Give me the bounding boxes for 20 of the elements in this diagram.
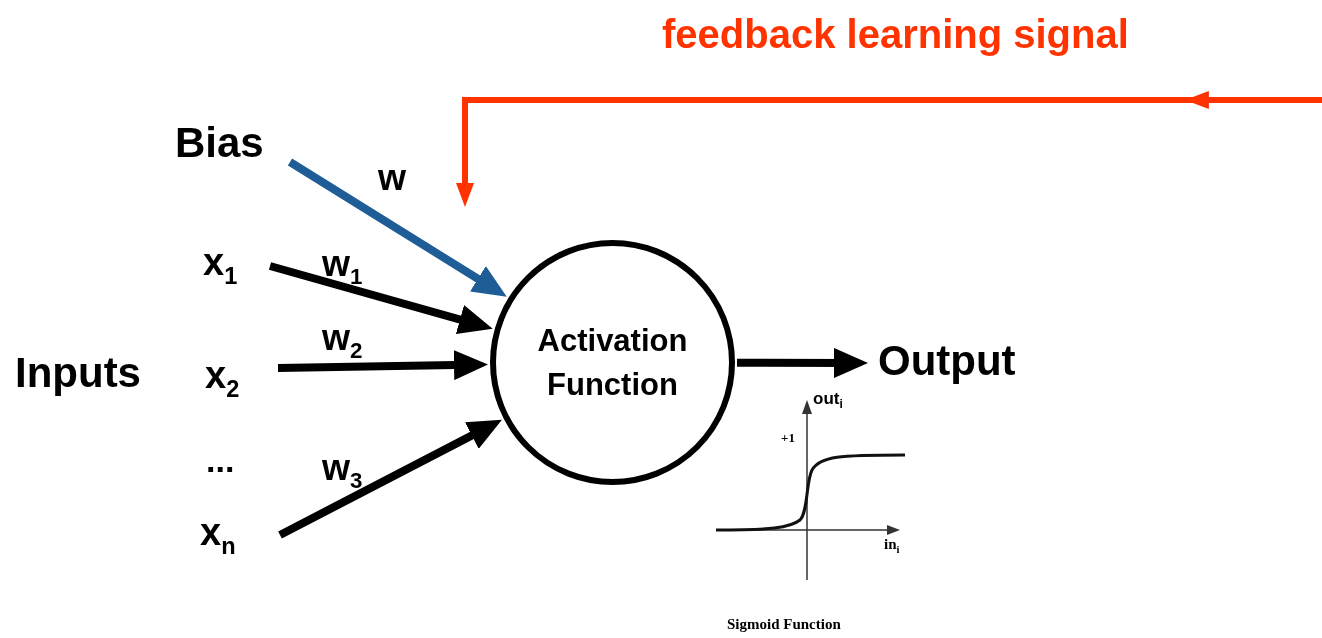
edge-label: w$_{1}$ [322, 244, 363, 290]
input-label: x$_{1}$ [203, 242, 238, 290]
function-label: Activation Function [536, 322, 689, 404]
inputs-label: Inputs [15, 350, 141, 397]
axis-label: out$_{i}$ [813, 390, 843, 412]
axis-label: in$_{i}$ [884, 536, 900, 556]
arrow [277, 350, 489, 381]
ellipsis: ... [206, 442, 235, 480]
bias-label: Bias [175, 120, 264, 167]
input-label: x$_{2}$ [205, 355, 240, 403]
edge-label: w [378, 158, 406, 198]
tick-label: +1 [781, 431, 795, 446]
chart-caption: Sigmoid Function [727, 616, 841, 633]
edge-label: w$_{2}$ [322, 318, 363, 364]
edge-label: w$_{3}$ [322, 448, 363, 494]
input-label: x$_{n}$ [200, 512, 236, 560]
arrow [268, 262, 494, 334]
edge-label: feedback learning signal [662, 12, 1129, 56]
arrow [737, 347, 868, 378]
output-label: Output [878, 338, 1016, 385]
